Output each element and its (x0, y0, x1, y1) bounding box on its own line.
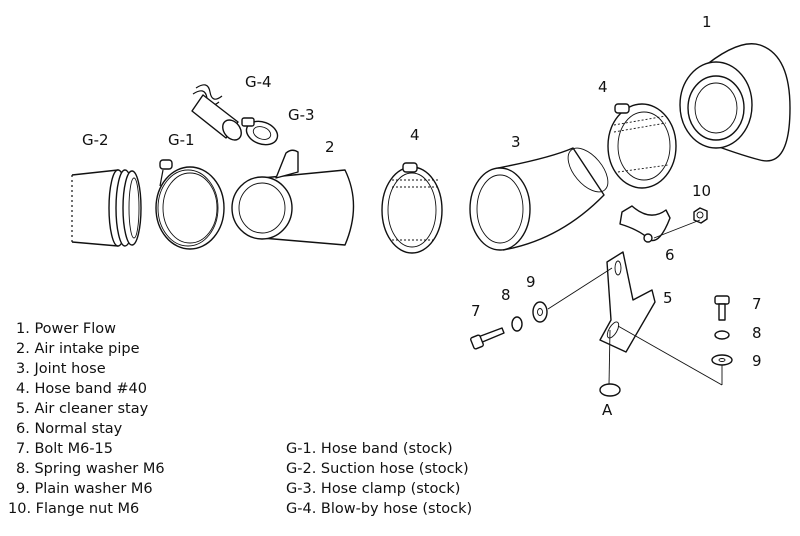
left-fasteners-drawing (470, 301, 548, 350)
callout-g3: G-3 (288, 106, 315, 124)
callout-10: 10 (692, 182, 711, 200)
callout-7-right: 7 (752, 295, 762, 313)
legend-item-g3: G-3. Hose clamp (stock) (286, 481, 460, 497)
legend-item-7: 7. Bolt M6-15 (16, 441, 113, 457)
callout-9-left: 9 (526, 273, 536, 291)
callout-6: 6 (665, 246, 675, 264)
legend-item-10: 10. Flange nut M6 (8, 501, 139, 517)
legend-item-g4: G-4. Blow-by hose (stock) (286, 501, 472, 517)
callout-7-left: 7 (471, 302, 481, 320)
legend-item-6: 6. Normal stay (16, 421, 123, 437)
callout-1: 1 (702, 13, 712, 31)
parts-legend-right: G-1. Hose band (stock) G-2. Suction hose… (286, 441, 472, 517)
stock-hose-band-drawing (155, 159, 225, 250)
air-cleaner-stay-drawing (599, 251, 656, 353)
callout-g2: G-2 (82, 131, 109, 149)
callout-4-middle: 4 (410, 126, 420, 144)
legend-item-3: 3. Joint hose (16, 361, 106, 377)
callout-4-top: 4 (598, 78, 608, 96)
parts-legend-left: 1. Power Flow 2. Air intake pipe 3. Join… (8, 321, 165, 517)
callout-8-left: 8 (501, 286, 511, 304)
hose-band-middle-drawing (381, 162, 443, 254)
callout-3: 3 (511, 133, 521, 151)
callout-5: 5 (663, 289, 673, 307)
hose-clamp-drawing (241, 117, 279, 146)
blow-by-hose-drawing (191, 84, 242, 141)
hose-band-top-drawing (607, 103, 677, 189)
callout-2: 2 (325, 138, 335, 156)
legend-item-1: 1. Power Flow (16, 321, 116, 337)
legend-item-9: 9. Plain washer M6 (16, 481, 153, 497)
legend-item-5: 5. Air cleaner stay (16, 401, 149, 417)
joint-hose-drawing (469, 147, 609, 251)
suction-hose-drawing (71, 169, 142, 247)
right-fasteners-drawing (711, 295, 733, 366)
callout-9-right: 9 (752, 352, 762, 370)
callout-labels: 1 2 3 4 4 5 6 7 7 8 8 9 9 10 G-1 G-2 G-3… (82, 13, 762, 419)
callout-a: A (602, 401, 613, 419)
legend-item-g2: G-2. Suction hose (stock) (286, 461, 469, 477)
legend-item-8: 8. Spring washer M6 (16, 461, 165, 477)
flange-nut-drawing (693, 207, 708, 224)
power-flow-filter-drawing (679, 43, 791, 162)
assembly-guide-lines (547, 219, 723, 386)
legend-item-g1: G-1. Hose band (stock) (286, 441, 453, 457)
callout-g1: G-1 (168, 131, 195, 149)
normal-stay-drawing (619, 205, 671, 243)
callout-g4: G-4 (245, 73, 272, 91)
callout-8-right: 8 (752, 324, 762, 342)
legend-item-4: 4. Hose band #40 (16, 381, 147, 397)
mount-point-a-drawing (599, 383, 621, 397)
air-intake-pipe-drawing (231, 149, 355, 246)
legend-item-2: 2. Air intake pipe (16, 341, 140, 357)
